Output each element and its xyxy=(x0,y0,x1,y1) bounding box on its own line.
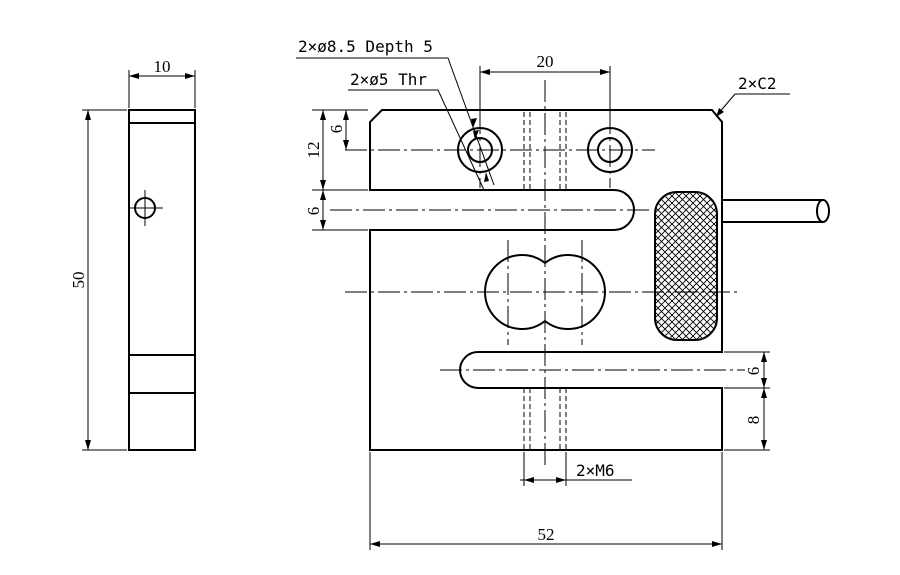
side-width-dimension: 10 xyxy=(128,57,196,108)
hole-offset-label: 6 xyxy=(327,125,346,134)
top-threaded-hole-hidden xyxy=(523,112,567,190)
upper-slot-dimension: 6 xyxy=(304,190,368,231)
hole-spacing-label: 20 xyxy=(537,52,554,71)
lower-slot-label: 6 xyxy=(744,367,763,376)
left-counterbore-hole xyxy=(457,127,503,173)
thread-callout: 2×M6 xyxy=(520,452,632,486)
side-width-label: 10 xyxy=(154,57,171,76)
overall-width-dimension: 52 xyxy=(369,452,723,550)
counterbore-callout-label: 2×ø8.5 Depth 5 xyxy=(298,37,433,56)
hole-spacing-dimension: 20 xyxy=(479,52,611,126)
overall-width-label: 52 xyxy=(538,525,555,544)
right-counterbore-hole xyxy=(587,127,633,173)
thread-callout-label: 2×M6 xyxy=(576,461,615,480)
top-offset-dimension: 12 xyxy=(304,109,368,191)
side-height-dimension: 50 xyxy=(69,109,127,451)
chamfer-callout-label: 2×C2 xyxy=(738,74,777,93)
upper-slot-label: 6 xyxy=(304,207,323,216)
bottom-threaded-hole-hidden xyxy=(523,388,567,450)
counterbore-callout: 2×ø8.5 Depth 5 xyxy=(296,37,495,186)
lower-slot-dimension: 6 8 xyxy=(724,351,770,451)
bottom-arm-label: 8 xyxy=(744,416,763,425)
hole-offset-dimension: 6 xyxy=(327,110,360,151)
cable xyxy=(722,199,830,223)
side-view: 10 50 xyxy=(69,57,196,451)
chamfer-callout: 2×C2 xyxy=(716,74,790,117)
gauge-bore xyxy=(484,254,606,330)
side-view-outline xyxy=(128,109,196,451)
body-outline xyxy=(369,109,723,451)
front-view: 20 12 6 6 xyxy=(296,37,830,550)
top-offset-label: 12 xyxy=(304,142,323,159)
thru-hole-callout: 2×ø5 Thr xyxy=(348,70,485,191)
side-height-label: 50 xyxy=(69,272,88,289)
thru-hole-callout-label: 2×ø5 Thr xyxy=(350,70,427,89)
potting-area xyxy=(654,191,718,341)
